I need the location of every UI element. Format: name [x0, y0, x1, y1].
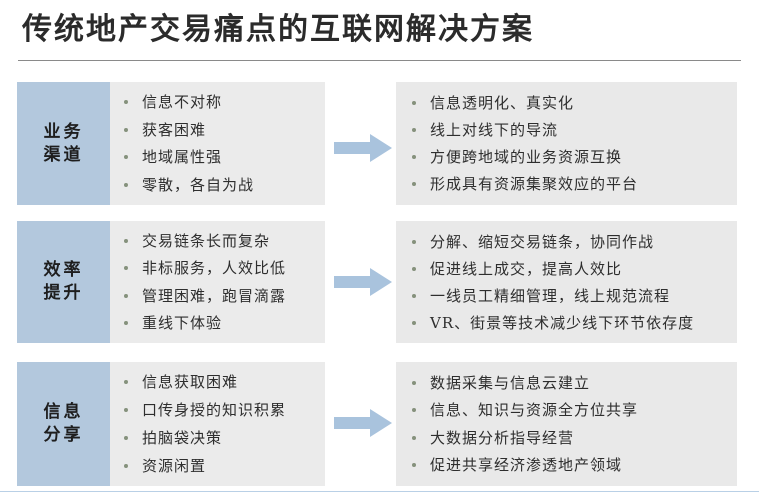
bottom-divider [0, 491, 759, 492]
list-item-label: 形成具有资源集聚效应的平台 [430, 175, 639, 194]
list-item: 管理困难，跑冒滴露 [124, 286, 321, 306]
bullet-dot-icon [412, 463, 416, 468]
list-item-label: 信息获取困难 [142, 373, 239, 391]
solution-list-2: 分解、缩短交易链条，协同作战 促进线上成交，提高人效比 一线员工精细管理，线上规… [396, 221, 737, 343]
list-item: 线上对线下的导流 [412, 120, 733, 140]
bullet-dot-icon [412, 100, 416, 105]
list-item-label: 信息、知识与资源全方位共享 [430, 401, 639, 420]
list-item: 地域属性强 [124, 147, 321, 167]
bullet-dot-icon [124, 293, 128, 298]
list-item-label: 大数据分析指导经营 [430, 428, 575, 447]
pain-point-panel-1: 业务 渠道 信息不对称 获客困难 地域属性强 零散，各自为战 [17, 82, 325, 205]
list-item: 大数据分析指导经营 [412, 428, 733, 448]
bullet-dot-icon [124, 464, 128, 468]
bullet-dot-icon [124, 436, 128, 440]
list-item: 零散，各自为战 [124, 175, 321, 195]
arrow-right-icon-3 [334, 408, 392, 438]
list-item: 重线下体验 [124, 313, 321, 333]
pain-point-panel-2: 效率 提升 交易链条长而复杂 非标服务，人效比低 管理困难，跑冒滴露 重线下体验 [17, 221, 325, 343]
list-item-label: 资源闲置 [142, 457, 207, 475]
list-item-label: 一线员工精细管理，线上规范流程 [430, 286, 671, 305]
bullet-dot-icon [124, 238, 128, 243]
arrow-right-icon-2 [334, 267, 392, 297]
bullet-dot-icon [412, 182, 416, 187]
list-item: 一线员工精细管理，线上规范流程 [412, 286, 733, 306]
list-item-label: 数据采集与信息云建立 [430, 373, 591, 392]
pain-point-list-3: 信息获取困难 口传身授的知识积累 拍脑袋决策 资源闲置 [110, 362, 325, 486]
bullet-dot-icon [412, 239, 416, 244]
bullet-dot-icon [412, 380, 416, 385]
list-item: 促进线上成交，提高人效比 [412, 259, 733, 279]
list-item-label: 交易链条长而复杂 [142, 231, 271, 250]
bullet-dot-icon [124, 321, 128, 326]
list-item-label: 分解、缩短交易链条，协同作战 [430, 232, 655, 251]
list-item: 促进共享经济渗透地产领域 [412, 455, 733, 475]
list-item-label: 口传身授的知识积累 [142, 401, 287, 419]
list-item-label: 促进共享经济渗透地产领域 [430, 456, 623, 475]
list-item: 分解、缩短交易链条，协同作战 [412, 232, 733, 252]
list-item-label: 拍脑袋决策 [142, 429, 223, 447]
bullet-dot-icon [412, 293, 416, 298]
page-title: 传统地产交易痛点的互联网解决方案 [22, 12, 534, 47]
list-item-label: 管理困难，跑冒滴露 [142, 286, 287, 305]
bullet-dot-icon [124, 266, 128, 271]
bullet-dot-icon [412, 320, 416, 325]
content-row-2: 效率 提升 交易链条长而复杂 非标服务，人效比低 管理困难，跑冒滴露 重线下体验 [10, 221, 749, 343]
list-item: 信息获取困难 [124, 372, 321, 392]
pain-point-list-1: 信息不对称 获客困难 地域属性强 零散，各自为战 [110, 82, 325, 205]
list-item: VR、街景等技术减少线下环节依存度 [412, 313, 733, 333]
arrow-right-icon-1 [334, 133, 392, 163]
solution-panel-1: 信息透明化、真实化 线上对线下的导流 方便跨地域的业务资源互换 形成具有资源集聚… [396, 82, 737, 205]
list-item-label: 地域属性强 [142, 148, 223, 167]
list-item: 非标服务，人效比低 [124, 258, 321, 278]
list-item: 形成具有资源集聚效应的平台 [412, 174, 733, 194]
bullet-dot-icon [124, 408, 128, 412]
list-item-label: 线上对线下的导流 [430, 120, 559, 139]
solution-list-3: 数据采集与信息云建立 信息、知识与资源全方位共享 大数据分析指导经营 促进共享经… [396, 362, 737, 486]
list-item-label: 信息透明化、真实化 [430, 93, 575, 112]
pain-point-list-2: 交易链条长而复杂 非标服务，人效比低 管理困难，跑冒滴露 重线下体验 [110, 221, 325, 343]
list-item-label: 信息不对称 [142, 92, 223, 111]
bullet-dot-icon [412, 408, 416, 413]
list-item-label: 促进线上成交，提高人效比 [430, 259, 623, 278]
list-item: 口传身授的知识积累 [124, 400, 321, 420]
list-item: 交易链条长而复杂 [124, 231, 321, 251]
list-item: 信息、知识与资源全方位共享 [412, 400, 733, 420]
bullet-dot-icon [124, 183, 128, 188]
pain-point-panel-3: 信息 分享 信息获取困难 口传身授的知识积累 拍脑袋决策 资源闲置 [17, 362, 325, 486]
list-item-label: 获客困难 [142, 120, 207, 139]
solution-panel-2: 分解、缩短交易链条，协同作战 促进线上成交，提高人效比 一线员工精细管理，线上规… [396, 221, 737, 343]
bullet-dot-icon [412, 435, 416, 440]
bullet-dot-icon [124, 127, 128, 132]
list-item-label: 方便跨地域的业务资源互换 [430, 148, 623, 167]
list-item-label: 非标服务，人效比低 [142, 259, 287, 278]
solution-list-1: 信息透明化、真实化 线上对线下的导流 方便跨地域的业务资源互换 形成具有资源集聚… [396, 82, 737, 205]
title-divider [18, 60, 741, 61]
list-item-label: 重线下体验 [142, 314, 223, 333]
category-label-2: 效率 提升 [43, 260, 84, 303]
bullet-dot-icon [124, 99, 128, 104]
list-item: 拍脑袋决策 [124, 428, 321, 448]
list-item: 获客困难 [124, 120, 321, 140]
category-label-1: 业务 渠道 [43, 121, 84, 165]
category-label-box-1: 业务 渠道 [17, 82, 110, 205]
list-item: 数据采集与信息云建立 [412, 373, 733, 393]
category-label-3: 信息 分享 [43, 402, 84, 445]
bullet-dot-icon [124, 155, 128, 160]
list-item-label: 零散，各自为战 [142, 176, 255, 195]
list-item: 信息不对称 [124, 92, 321, 112]
bullet-dot-icon [124, 380, 128, 384]
list-item: 信息透明化、真实化 [412, 93, 733, 113]
solution-panel-3: 数据采集与信息云建立 信息、知识与资源全方位共享 大数据分析指导经营 促进共享经… [396, 362, 737, 486]
bullet-dot-icon [412, 266, 416, 271]
content-row-1: 业务 渠道 信息不对称 获客困难 地域属性强 零散，各自为战 [10, 82, 749, 205]
list-item-label: VR、街景等技术减少线下环节依存度 [430, 313, 695, 332]
list-item: 资源闲置 [124, 456, 321, 476]
bullet-dot-icon [412, 155, 416, 160]
category-label-box-3: 信息 分享 [17, 362, 110, 486]
category-label-box-2: 效率 提升 [17, 221, 110, 343]
list-item: 方便跨地域的业务资源互换 [412, 147, 733, 167]
bullet-dot-icon [412, 127, 416, 132]
